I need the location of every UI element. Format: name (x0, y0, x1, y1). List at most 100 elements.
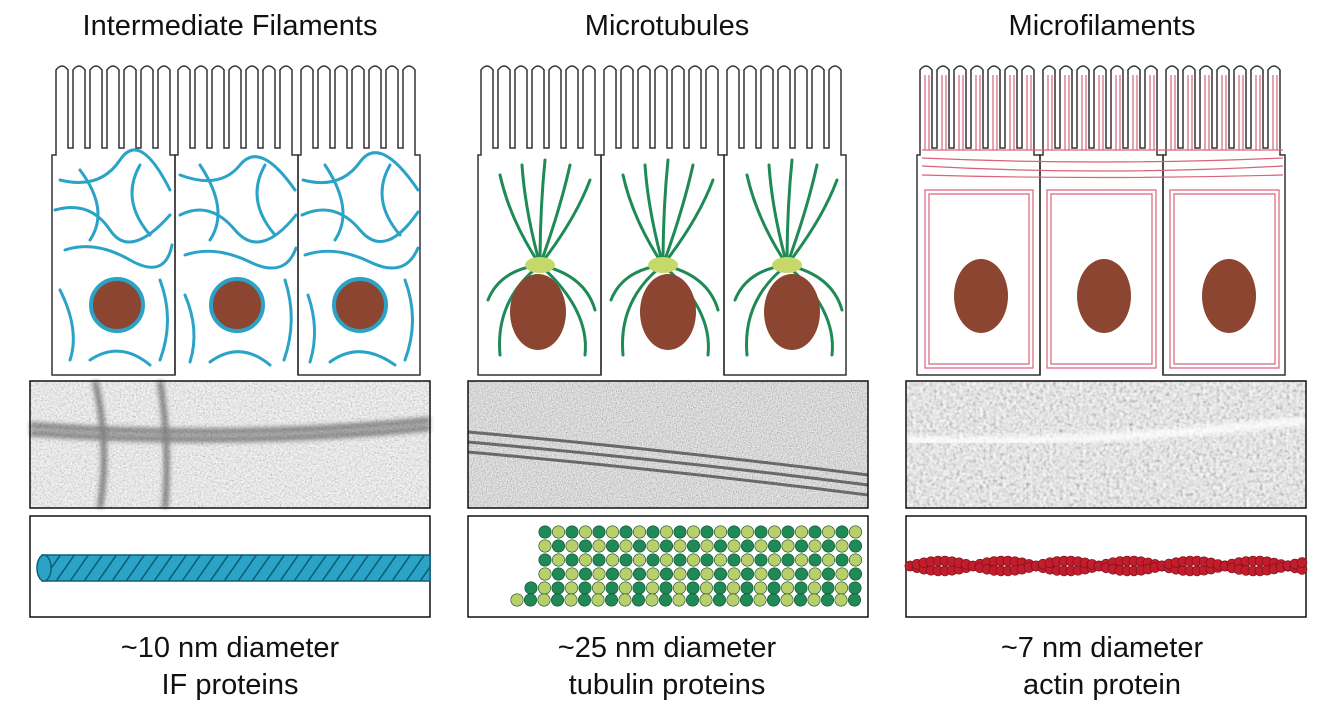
tubulin-subunit (632, 594, 644, 606)
caption-protein: actin protein (887, 667, 1317, 704)
tubulin-subunit (822, 568, 834, 580)
tubulin-subunit (606, 526, 618, 538)
tubulin-subunit (836, 554, 848, 566)
tubulin-subunit (728, 540, 740, 552)
tubulin-subunit (647, 568, 659, 580)
tubulin-subunit (728, 554, 740, 566)
caption-diameter: ~7 nm diameter (887, 630, 1317, 667)
tubulin-subunit (700, 594, 712, 606)
actin-subunit (1297, 558, 1307, 568)
tubulin-subunit (646, 594, 658, 606)
tubulin-subunit (795, 568, 807, 580)
tubulin-subunit (686, 594, 698, 606)
tubulin-subunit (566, 568, 578, 580)
micrograph-microtubules (468, 381, 868, 508)
tubulin-subunit (836, 568, 848, 580)
tubulin-subunit (822, 554, 834, 566)
tubulin-subunit (754, 582, 766, 594)
tubulin-subunit (714, 554, 726, 566)
tubulin-subunit (741, 582, 753, 594)
tubulin-subunit (768, 568, 780, 580)
tubulin-subunit (687, 568, 699, 580)
tubulin-subunit (647, 540, 659, 552)
tubulin-subunit (565, 594, 577, 606)
tubulin-subunit (578, 594, 590, 606)
tubulin-subunit (660, 526, 672, 538)
tubulin-subunit (674, 554, 686, 566)
tubulin-subunit (822, 526, 834, 538)
model-microtubule (468, 516, 868, 617)
tubulin-subunit (687, 526, 699, 538)
tubulin-subunit (620, 554, 632, 566)
tubulin-subunit (809, 554, 821, 566)
tubulin-subunit (809, 526, 821, 538)
mt-nuclei (510, 274, 820, 350)
tubulin-subunit (795, 526, 807, 538)
tubulin-subunit (687, 582, 699, 594)
mf-nuclei (954, 259, 1256, 333)
mt-centrosomes (525, 257, 802, 273)
tubulin-subunit (660, 568, 672, 580)
tubulin-subunit (755, 554, 767, 566)
tubulin-subunit (714, 582, 726, 594)
tubulin-subunit (538, 582, 550, 594)
tubulin-subunit (836, 526, 848, 538)
tubulin-subunit (539, 540, 551, 552)
tubulin-subunit (728, 568, 740, 580)
tubulin-subunit (593, 526, 605, 538)
if-nuclei (91, 279, 386, 331)
caption-protein: IF proteins (15, 667, 445, 704)
tubulin-subunit (660, 554, 672, 566)
tubulin-subunit (633, 582, 645, 594)
tubulin-subunit (727, 582, 739, 594)
tubulin-subunit (822, 540, 834, 552)
tubulin-subunit (673, 582, 685, 594)
tubulin-subunit (794, 594, 806, 606)
tubulin-subunit (674, 568, 686, 580)
tubulin-subunit (592, 594, 604, 606)
tubulin-subunit (821, 594, 833, 606)
caption-intermediate-filaments: ~10 nm diameter IF proteins (15, 630, 445, 704)
tubulin-subunit (849, 540, 861, 552)
tubulin-subunit (552, 554, 564, 566)
tubulin-subunit (659, 594, 671, 606)
tubulin-subunit (606, 568, 618, 580)
tubulin-subunit (701, 540, 713, 552)
tubulin-subunit (620, 540, 632, 552)
tubulin-subunit (782, 568, 794, 580)
tubulin-subunit (781, 582, 793, 594)
tubulin-subunit (741, 540, 753, 552)
tubulin-subunit (606, 554, 618, 566)
tubulin-subunit (809, 568, 821, 580)
tubulin-subunit (660, 540, 672, 552)
tubulin-subunit (551, 594, 563, 606)
model-intermediate-filament (30, 516, 430, 617)
tubulin-subunit (674, 540, 686, 552)
tubulin-subunit (593, 568, 605, 580)
tubulin-subunit (633, 540, 645, 552)
tubulin-subunit (687, 540, 699, 552)
micrograph-intermediate-filaments (30, 381, 430, 508)
tubulin-subunit (700, 582, 712, 594)
tubulin-subunit (781, 594, 793, 606)
tubulin-subunit (795, 554, 807, 566)
tubulin-subunit (714, 568, 726, 580)
tubulin-subunit (808, 594, 820, 606)
tubulin-subunit (741, 554, 753, 566)
tubulin-subunit (755, 526, 767, 538)
tubulin-subunit (647, 554, 659, 566)
tubulin-subunit (768, 582, 780, 594)
model-microfilament (905, 516, 1307, 617)
tubulin-subunit (795, 540, 807, 552)
tubulin-subunit (593, 540, 605, 552)
tubulin-subunit (741, 568, 753, 580)
tubulin-subunit (755, 540, 767, 552)
tubulin-subunit (552, 540, 564, 552)
tubulin-subunit (782, 540, 794, 552)
tubulin-subunit (660, 582, 672, 594)
tubulin-subunit (687, 554, 699, 566)
tubulin-subunit (701, 568, 713, 580)
tubulin-subunit (767, 594, 779, 606)
tubulin-subunit (808, 582, 820, 594)
